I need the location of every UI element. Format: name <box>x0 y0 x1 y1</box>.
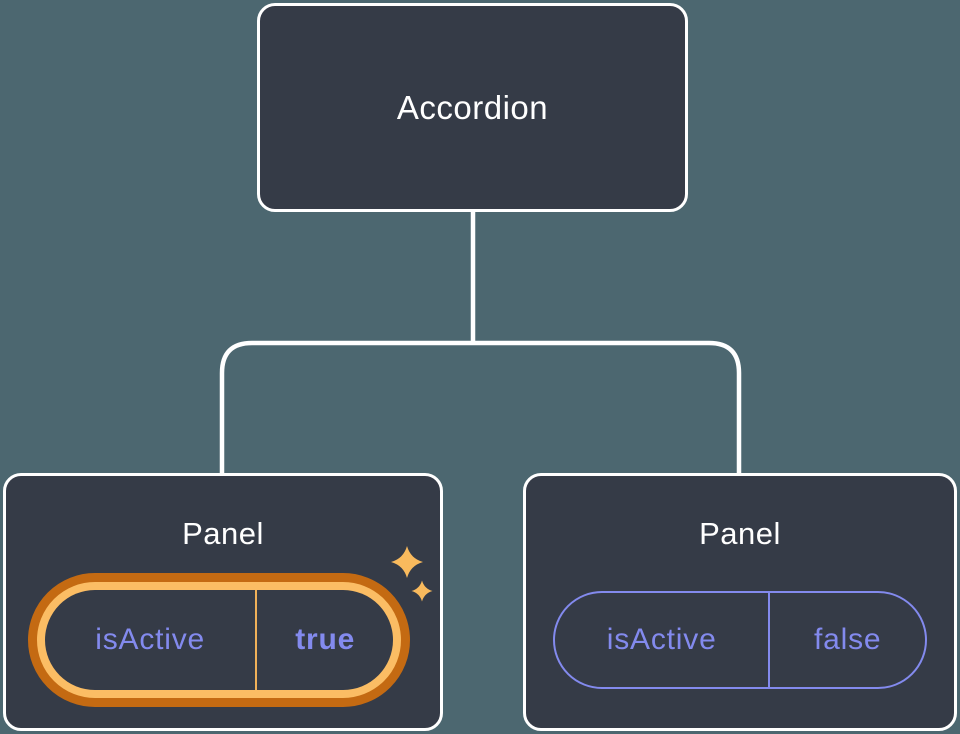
panel-active-card: Panel isActive true <box>3 473 443 731</box>
panel-title: Panel <box>699 516 781 551</box>
sparkle-icon <box>391 546 433 602</box>
state-pill-inactive: isActive false <box>553 591 927 689</box>
state-value: true <box>295 623 356 656</box>
sparkle-small-icon <box>411 580 433 602</box>
state-key: isActive <box>606 623 717 656</box>
accordion-component-box: Accordion <box>257 3 688 212</box>
connector-branch <box>219 340 742 474</box>
state-pill-active: isActive true <box>28 573 410 707</box>
state-value: false <box>814 623 882 656</box>
panel-inactive-card: Panel isActive false <box>523 473 957 731</box>
pill-divider <box>255 590 258 690</box>
state-key: isActive <box>95 623 206 656</box>
panel-title: Panel <box>182 516 264 551</box>
sparkle-large-icon <box>391 546 423 578</box>
accordion-label: Accordion <box>396 88 549 126</box>
pill-divider <box>768 593 771 687</box>
state-pill-body: isActive true <box>45 590 393 690</box>
